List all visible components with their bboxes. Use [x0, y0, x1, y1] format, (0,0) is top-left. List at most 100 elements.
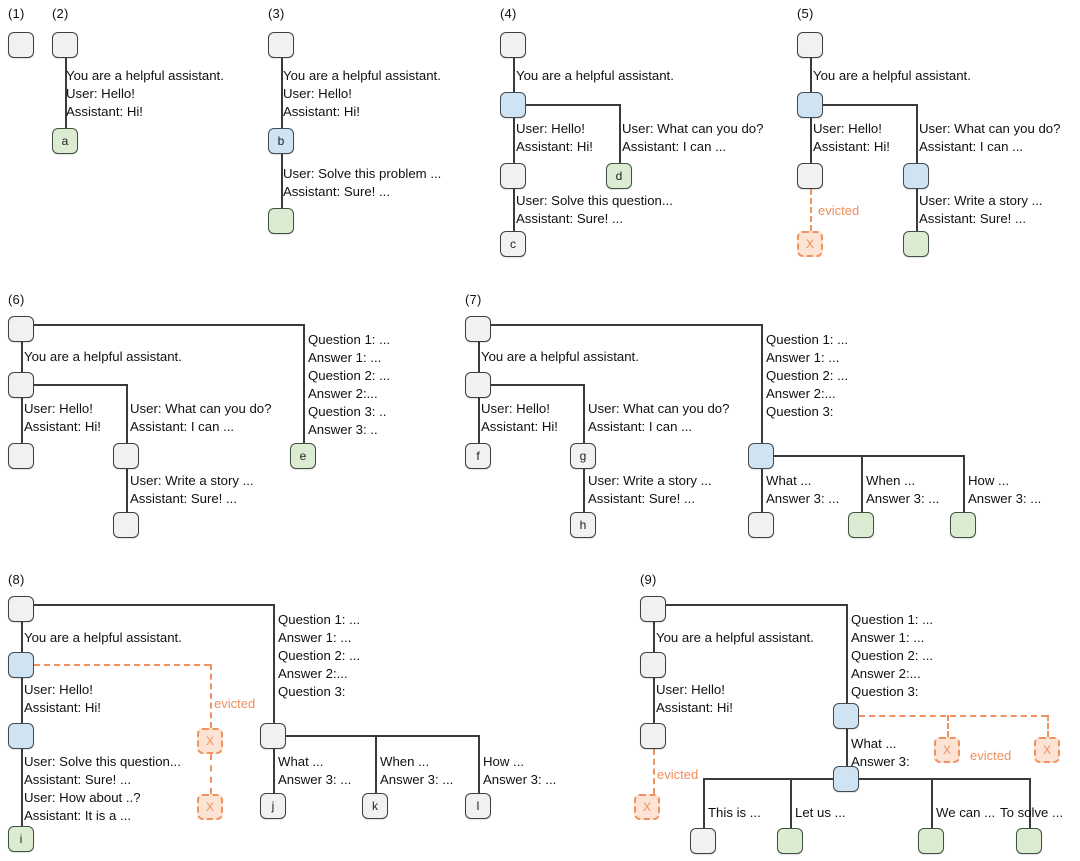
edge: [21, 622, 23, 652]
message-text: We can ...: [936, 805, 996, 820]
message-text: Assistant: Sure! ...: [283, 184, 391, 199]
node-leaf-l[interactable]: l: [465, 793, 491, 819]
message-text: Assistant: I can ...: [130, 419, 235, 434]
message-text: User: Hello!: [813, 121, 882, 136]
edge: [583, 384, 585, 443]
edge: [653, 622, 655, 652]
message-text: User: What can you do?: [919, 121, 1061, 136]
node-branch[interactable]: [465, 372, 491, 398]
message-text: Answer 3:: [851, 754, 910, 769]
edge: [21, 384, 126, 386]
panel-label-p6: (6): [8, 292, 25, 307]
message-text: User: Hello!: [24, 682, 93, 697]
edge: [478, 398, 480, 443]
edge: [703, 778, 705, 828]
edge: [375, 735, 377, 793]
evicted-label: evicted: [970, 748, 1012, 763]
node-node-3[interactable]: [640, 723, 666, 749]
node-root[interactable]: [500, 32, 526, 58]
message-text: User: What can you do?: [588, 401, 730, 416]
node-branch-mid[interactable]: [113, 443, 139, 469]
evicted-edge: [947, 715, 949, 737]
edge: [1029, 778, 1031, 828]
edge: [846, 729, 848, 766]
node-leaf-i[interactable]: i: [8, 826, 34, 852]
node-leaf-this[interactable]: [690, 828, 716, 854]
node-leaf-left[interactable]: [8, 443, 34, 469]
message-text: Question 2: ...: [278, 648, 361, 663]
message-text: Answer 3: ...: [483, 772, 557, 787]
message-text: Answer 1: ...: [851, 630, 925, 645]
node-leaf-f[interactable]: f: [465, 443, 491, 469]
message-text: Question 2: ...: [766, 368, 849, 383]
node-leaf-we[interactable]: [918, 828, 944, 854]
message-text: Answer 3: ..: [308, 422, 378, 437]
node-branch-q3[interactable]: [260, 723, 286, 749]
message-text: Assistant: Hi!: [656, 700, 733, 715]
message-text: User: Write a story ...: [588, 473, 712, 488]
edge: [21, 604, 273, 606]
node-leaf-a[interactable]: a: [52, 128, 78, 154]
node-leaf-h[interactable]: h: [570, 512, 596, 538]
message-text: You are a helpful assistant.: [24, 630, 182, 645]
edge: [126, 384, 128, 443]
node-root[interactable]: [8, 32, 34, 58]
edge: [281, 58, 283, 128]
node-leaf-j[interactable]: j: [260, 793, 286, 819]
node-node-2[interactable]: [640, 652, 666, 678]
message-text: What ...: [851, 736, 897, 751]
node-leaf-d[interactable]: d: [606, 163, 632, 189]
node-branch-2[interactable]: [8, 723, 34, 749]
node-root[interactable]: [8, 316, 34, 342]
node-leaf-e[interactable]: e: [290, 443, 316, 469]
evicted-label: evicted: [657, 767, 699, 782]
node-branch-right[interactable]: [903, 163, 929, 189]
node-root[interactable]: [797, 32, 823, 58]
node-mid[interactable]: [500, 163, 526, 189]
node-root[interactable]: [8, 596, 34, 622]
node-root[interactable]: [640, 596, 666, 622]
node-leaf-k[interactable]: k: [362, 793, 388, 819]
node-leaf-what[interactable]: [748, 512, 774, 538]
node-mid-left[interactable]: [797, 163, 823, 189]
node-node-b[interactable]: b: [268, 128, 294, 154]
message-text: Answer 1: ...: [766, 350, 840, 365]
node-leaf-right[interactable]: [903, 231, 929, 257]
node-branch-q3[interactable]: [748, 443, 774, 469]
node-leaf-how[interactable]: [950, 512, 976, 538]
node-leaf-to[interactable]: [1016, 828, 1042, 854]
message-text: User: Hello!: [66, 86, 135, 101]
node-leaf-c[interactable]: c: [500, 231, 526, 257]
edge: [21, 398, 23, 443]
edge: [513, 118, 515, 163]
edge: [861, 455, 863, 512]
node-leaf-mid[interactable]: [113, 512, 139, 538]
edge: [65, 58, 67, 128]
message-text: Assistant: Hi!: [24, 419, 101, 434]
message-text: Question 1: ...: [278, 612, 361, 627]
message-text: Assistant: Sure! ...: [516, 211, 624, 226]
node-branch-q3[interactable]: [833, 703, 859, 729]
node-root[interactable]: [268, 32, 294, 58]
node-branch-ans[interactable]: [833, 766, 859, 792]
node-branch[interactable]: [8, 372, 34, 398]
node-branch-1[interactable]: [8, 652, 34, 678]
message-text: User: Write a story ...: [130, 473, 254, 488]
edge: [21, 342, 23, 372]
node-branch[interactable]: [500, 92, 526, 118]
message-text: You are a helpful assistant.: [283, 68, 441, 83]
message-text: User: Solve this question...: [24, 754, 181, 769]
node-root[interactable]: [52, 32, 78, 58]
node-root[interactable]: [465, 316, 491, 342]
message-text: Question 3:: [851, 684, 919, 699]
node-branch[interactable]: [797, 92, 823, 118]
node-leaf[interactable]: [268, 208, 294, 234]
node-node-g[interactable]: g: [570, 443, 596, 469]
edge: [810, 118, 812, 163]
node-leaf-when[interactable]: [848, 512, 874, 538]
message-text: How ...: [968, 473, 1010, 488]
panel-label-p5: (5): [797, 6, 814, 21]
node-leaf-let[interactable]: [777, 828, 803, 854]
message-text: Assistant: Hi!: [813, 139, 890, 154]
message-text: Assistant: It is a ...: [24, 808, 132, 823]
